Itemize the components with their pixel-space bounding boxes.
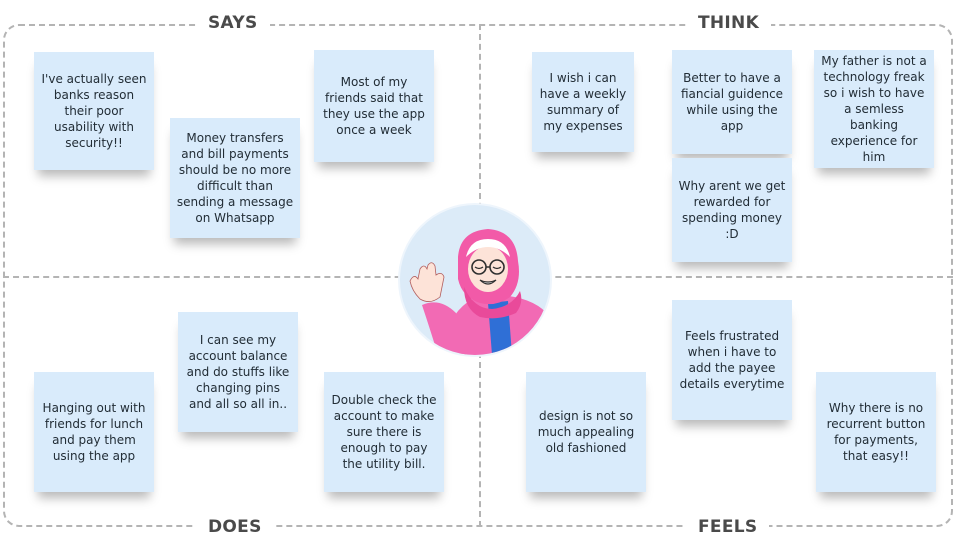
sticky-note-says-1[interactable]: I've actually seen banks reason their po… [34,52,154,170]
sticky-note-says-3[interactable]: Most of my friends said that they use th… [314,50,434,162]
note-text: Why arent we get rewarded for spending m… [678,179,786,241]
sticky-note-think-1[interactable]: I wish i can have a weekly summary of my… [532,52,634,152]
note-text: design is not so much appealing old fash… [537,409,635,455]
sticky-note-feels-1[interactable]: design is not so much appealing old fash… [526,372,646,492]
sticky-note-feels-2[interactable]: Feels frustrated when i have to add the … [672,300,792,420]
persona-avatar [398,203,552,357]
note-text: I can see my account balance and do stuf… [186,333,290,411]
note-text: Double check the account to make sure th… [331,393,437,471]
persona-illustration-icon [409,229,550,355]
sticky-note-think-4[interactable]: Why arent we get rewarded for spending m… [672,158,792,262]
quadrant-label-does: DOES [196,516,274,538]
note-text: My father is not a technology freak so i… [821,54,927,164]
quadrant-label-think: THINK [686,12,772,34]
note-text: I wish i can have a weekly summary of my… [539,71,627,133]
sticky-note-think-2[interactable]: Better to have a fiancial guidence while… [672,50,792,154]
note-text: Money transfers and bill payments should… [176,131,294,225]
sticky-note-does-2[interactable]: I can see my account balance and do stuf… [178,312,298,432]
empathy-map-frame [3,24,953,527]
note-text: I've actually seen banks reason their po… [41,72,147,150]
quadrant-label-feels: FEELS [686,516,770,538]
note-text: Hanging out with friends for lunch and p… [42,401,146,463]
sticky-note-says-2[interactable]: Money transfers and bill payments should… [170,118,300,238]
note-text: Why there is no recurrent button for pay… [826,401,926,463]
sticky-note-feels-3[interactable]: Why there is no recurrent button for pay… [816,372,936,492]
sticky-note-does-1[interactable]: Hanging out with friends for lunch and p… [34,372,154,492]
note-text: Feels frustrated when i have to add the … [679,329,785,391]
note-text: Better to have a fiancial guidence while… [680,71,784,133]
note-text: Most of my friends said that they use th… [323,75,425,137]
sticky-note-does-3[interactable]: Double check the account to make sure th… [324,372,444,492]
quadrant-label-says: SAYS [196,12,270,34]
sticky-note-think-3[interactable]: My father is not a technology freak so i… [814,50,934,168]
